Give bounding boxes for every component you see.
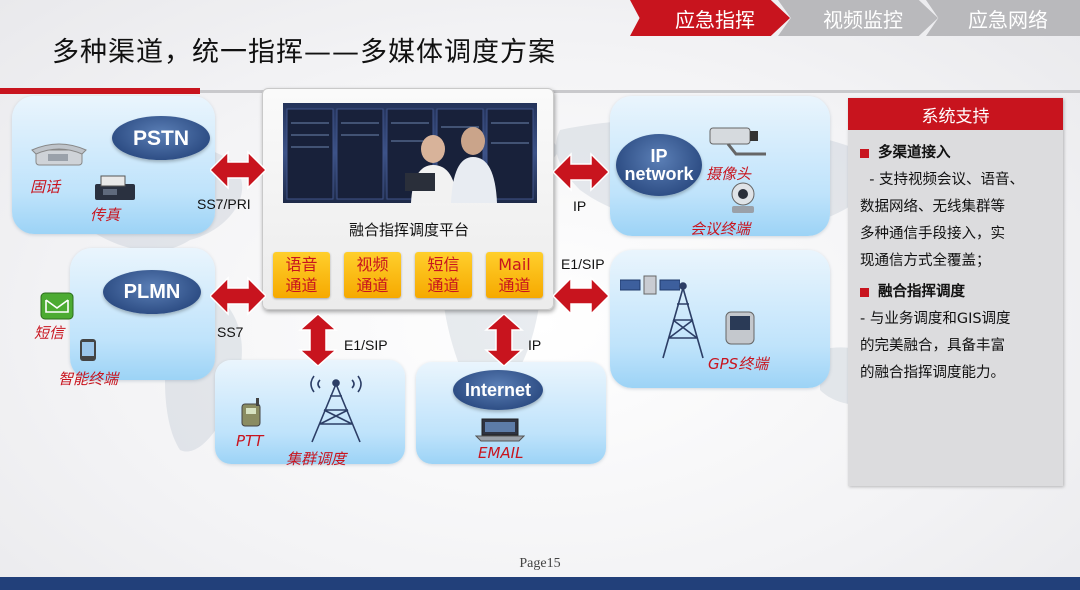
bottom-bar bbox=[0, 577, 1080, 590]
smartphone-icon bbox=[79, 338, 97, 362]
sms-label: 短信 bbox=[34, 322, 64, 343]
sms-icon bbox=[40, 292, 74, 320]
system-support-body: 多渠道接入 - 支持视频会议、语音、 数据网络、无线集群等 多种通信手段接入，实… bbox=[860, 140, 1060, 387]
trunk-tower-icon bbox=[290, 370, 382, 444]
support-line: 现通信方式全覆盖； bbox=[860, 248, 1060, 275]
pstn-link-label: SS7/PRI bbox=[197, 196, 251, 212]
support-line: - 与业务调度和GIS调度 bbox=[860, 306, 1060, 333]
conference-terminal-icon bbox=[724, 180, 762, 216]
nav-tab-video-monitoring[interactable]: 视频监控 bbox=[778, 0, 938, 36]
system-support-header: 系统支持 bbox=[848, 98, 1063, 130]
ptt-label: PTT bbox=[236, 432, 263, 450]
laptop-icon bbox=[475, 418, 525, 442]
plmn-cloud: PLMN bbox=[103, 270, 201, 314]
support-line: 数据网络、无线集群等 bbox=[860, 194, 1060, 221]
camera-icon bbox=[706, 124, 774, 158]
support-line: 的融合指挥调度能力。 bbox=[860, 360, 1060, 387]
gps-device-icon bbox=[724, 310, 756, 346]
platform-label: 融合指挥调度平台 bbox=[263, 219, 555, 240]
internet-link-label: IP bbox=[528, 337, 541, 353]
support-line: 的完美融合，具备丰富 bbox=[860, 333, 1060, 360]
phone-icon bbox=[30, 140, 88, 168]
sms-channel: 短信通道 bbox=[415, 252, 472, 298]
bullet-fusion-command: 融合指挥调度 bbox=[860, 279, 1060, 306]
fax-label: 传真 bbox=[90, 204, 120, 225]
page-number: Page15 bbox=[0, 556, 1080, 572]
ptt-radio-icon bbox=[238, 398, 266, 428]
video-channel: 视频通道 bbox=[344, 252, 401, 298]
gps-link-label: E1/SIP bbox=[561, 256, 605, 272]
conference-terminal-label: 会议终端 bbox=[690, 218, 750, 239]
pstn-cloud: PSTN bbox=[112, 116, 210, 160]
double-arrow-icon bbox=[553, 276, 609, 316]
bullet-multi-channel: 多渠道接入 bbox=[860, 140, 1060, 167]
top-navigation: 应急指挥 视频监控 应急网络 bbox=[630, 0, 1080, 36]
double-arrow-icon bbox=[484, 314, 524, 366]
fax-icon bbox=[93, 174, 137, 202]
double-arrow-icon bbox=[298, 314, 338, 366]
nav-tab-emergency-network[interactable]: 应急网络 bbox=[926, 0, 1080, 36]
tower-icon bbox=[655, 278, 711, 360]
double-arrow-icon bbox=[553, 152, 609, 192]
voice-channel: 语音通道 bbox=[273, 252, 330, 298]
email-label: EMAIL bbox=[478, 444, 523, 462]
double-arrow-icon bbox=[210, 150, 266, 190]
title-underline-red bbox=[0, 88, 200, 94]
smart-terminal-label: 智能终端 bbox=[58, 368, 118, 389]
ip-link-label: IP bbox=[573, 198, 586, 214]
nav-tab-emergency-command[interactable]: 应急指挥 bbox=[630, 0, 790, 36]
support-line: 多种通信手段接入，实 bbox=[860, 221, 1060, 248]
fixed-phone-label: 固话 bbox=[30, 176, 60, 197]
plmn-link-label: SS7 bbox=[217, 324, 243, 340]
trunk-link-label: E1/SIP bbox=[344, 337, 388, 353]
internet-cloud: Internet bbox=[453, 370, 543, 410]
control-room-photo bbox=[283, 103, 537, 203]
system-support-box: 系统支持 多渠道接入 - 支持视频会议、语音、 数据网络、无线集群等 多种通信手… bbox=[848, 98, 1063, 486]
trunk-dispatch-label: 集群调度 bbox=[286, 448, 346, 469]
support-line: - 支持视频会议、语音、 bbox=[860, 167, 1060, 194]
page-title: 多种渠道，统一指挥——多媒体调度方案 bbox=[52, 30, 556, 69]
bullet-square-icon bbox=[860, 288, 869, 297]
bullet-square-icon bbox=[860, 149, 869, 158]
double-arrow-icon bbox=[210, 276, 266, 316]
gps-terminal-label: GPS终端 bbox=[708, 353, 768, 374]
